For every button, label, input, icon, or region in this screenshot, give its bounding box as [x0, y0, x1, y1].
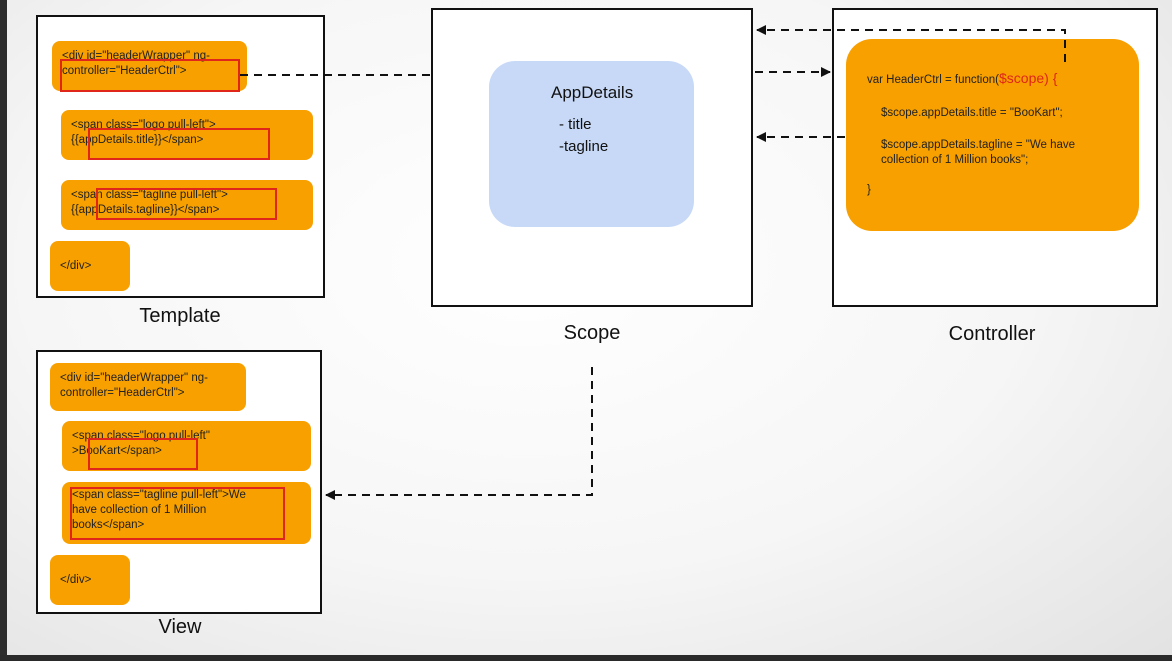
connector-scope-to-view	[325, 367, 593, 500]
code-text: var HeaderCtrl = function(	[867, 74, 999, 86]
code-line: <span class="tagline pull-left">	[71, 189, 228, 201]
connector-controller-scope-arg	[756, 25, 1066, 62]
view-block-tagline-span: <span class="tagline pull-left">We have …	[62, 482, 311, 544]
template-caption: Template	[139, 305, 221, 327]
view-caption: View	[158, 616, 202, 638]
highlight-tagline-binding	[96, 188, 277, 220]
code-line: </div>	[60, 574, 92, 586]
scope-caption: Scope	[563, 322, 621, 344]
app-details-title: AppDetails	[551, 83, 634, 102]
frame-left-edge	[0, 0, 7, 661]
code-line: >BooKart</span>	[72, 445, 162, 457]
code-line: {{appDetails.tagline}}</span>	[71, 204, 220, 216]
highlight-bookart-output	[88, 438, 198, 470]
template-block-div-close: </div>	[50, 241, 130, 291]
app-details-model	[489, 61, 694, 227]
template-block-logo-span: <span class="logo pull-left"> {{appDetai…	[61, 110, 313, 160]
code-line: <span class="tagline pull-left">We	[72, 489, 246, 501]
code-line: controller="HeaderCtrl">	[62, 65, 187, 77]
code-line: {{appDetails.title}}</span>	[71, 134, 204, 146]
controller-closing-brace: }	[867, 184, 871, 196]
controller-tagline-line-1: $scope.appDetails.tagline = "We have	[881, 139, 1076, 151]
controller-caption: Controller	[948, 323, 1036, 345]
frame-bottom-edge	[0, 655, 1172, 661]
controller-tagline-line-2: collection of 1 Million books";	[881, 154, 1029, 166]
highlight-title-binding	[88, 128, 270, 160]
code-line: </div>	[60, 260, 92, 272]
code-line: controller="HeaderCtrl">	[60, 387, 185, 399]
highlight-tagline-output	[70, 487, 285, 540]
highlight-ng-controller	[60, 59, 240, 92]
controller-code-block	[846, 39, 1139, 231]
code-line: books</span>	[72, 519, 145, 531]
scope-argument: $scope	[999, 70, 1045, 86]
view-block-div-close: </div>	[50, 555, 130, 605]
controller-title-line: $scope.appDetails.title = "BooKart";	[881, 107, 1063, 119]
controller-function-line: var HeaderCtrl = function($scope) {	[867, 71, 1057, 87]
code-text: ) {	[1044, 70, 1058, 86]
scope-property-tagline: -tagline	[559, 138, 609, 155]
view-block-div-open: <div id="headerWrapper" ng- controller="…	[50, 363, 246, 411]
code-line: have collection of 1 Million	[72, 504, 207, 516]
code-line: <div id="headerWrapper" ng-	[60, 372, 208, 384]
scope-property-title: - title	[559, 116, 592, 133]
